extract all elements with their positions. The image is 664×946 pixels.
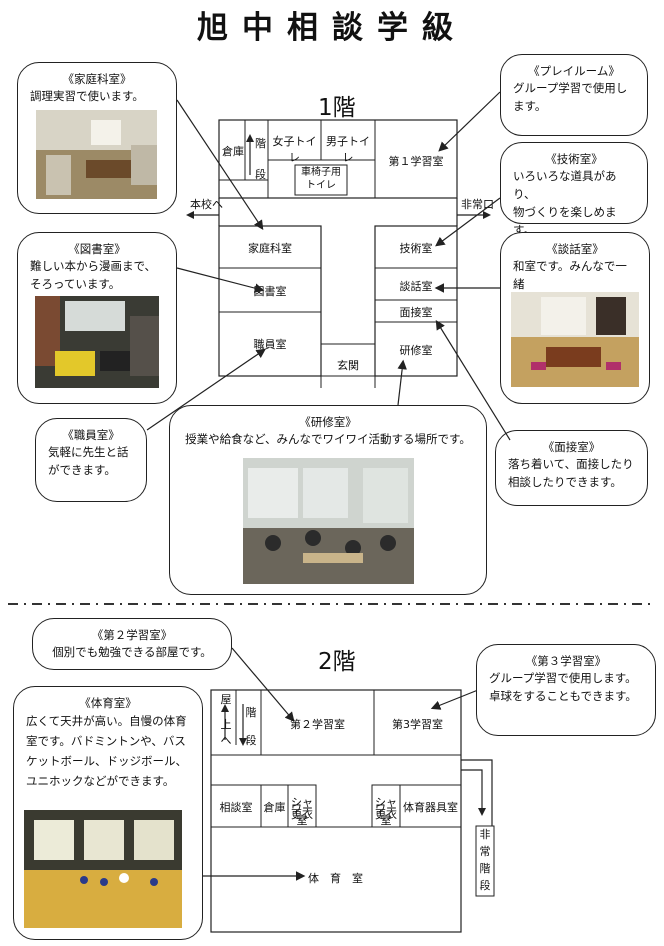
floor1-title: 1階 [318, 95, 356, 121]
room-danwa: 談話室 [399, 280, 433, 293]
room-shower2: シャワー 更衣室 [375, 796, 397, 827]
callout-gijutsu-body: いろいろな道具があり、 物づくりを楽しめます。 [513, 169, 617, 237]
callout-kasei-head: 《家庭科室》 [62, 72, 132, 86]
room-mensetsu: 面接室 [399, 306, 433, 319]
callout-tosho-body: 難しい本から漫画まで、 そろっています。 [30, 259, 157, 291]
callout-taiiku-head: 《体育室》 [79, 696, 137, 710]
room-kasei: 家庭科室 [248, 242, 292, 255]
room-gijutsu: 技術室 [399, 242, 433, 255]
callout-gijutsu: 《技術室》 いろいろな道具があり、 物づくりを楽しめます。 [500, 142, 648, 237]
callout-shokuin-head: 《職員室》 [62, 428, 120, 442]
f2-emergency-2: 常 [479, 845, 491, 858]
kenshu-photo [243, 458, 414, 584]
callout-study3-body: グループ学習で使用します。 卓球をすることもできます。 [489, 671, 637, 703]
f2-stair-left-1: 屋 [220, 693, 232, 706]
callout-shokuin-body: 気軽に先生と話 ができます。 [48, 445, 129, 477]
souko-stair-label: 倉庫 [222, 145, 244, 158]
f2-emergency-3: 階 [479, 862, 491, 875]
room-taiiku-kigu: 体育器具室 [403, 801, 458, 814]
stair-char-1: 階 [255, 137, 266, 150]
callout-shokuin: 《職員室》 気軽に先生と話 ができます。 [35, 418, 147, 502]
room-kenshu: 研修室 [399, 344, 433, 357]
room-toilet-wheelchair: 車椅子用 トイレ [301, 167, 341, 191]
f2-stair-left-3: へ [220, 734, 232, 747]
taiiku-photo [24, 810, 182, 928]
callout-kenshu-head: 《研修室》 [299, 415, 357, 429]
callout-study3: 《第３学習室》 グループ学習で使用します。 卓球をすることもできます。 [476, 644, 656, 736]
room-taiiku: 体 育 室 [308, 872, 363, 885]
callout-study2-head: 《第２学習室》 [91, 628, 173, 642]
callout-danwa-head: 《談話室》 [546, 242, 604, 256]
room-study2: 第２学習室 [290, 718, 345, 731]
tosho-photo [35, 296, 159, 388]
f2-emergency-1: 非 [479, 828, 491, 841]
callout-kasei-body: 調理実習で使います。 [30, 89, 144, 103]
callout-play-body: グループ学習で使用し ます。 [513, 81, 628, 113]
callout-kenshu-body: 授業や給食など、みんなでワイワイ活動する場所です。 [185, 432, 471, 446]
stair-char-2: 段 [255, 168, 266, 181]
to-main-label: 本校へ [190, 198, 223, 211]
callout-mensetsu-body: 落ち着いて、面接したり 相談したりできます。 [508, 457, 634, 489]
callout-play: 《プレイルーム》 グループ学習で使用し ます。 [500, 54, 648, 136]
room-genkan: 玄関 [337, 359, 359, 372]
callout-study2-body: 個別でも勉強できる部屋です。 [52, 645, 212, 659]
f2-stair-right-1: 階 [245, 706, 257, 719]
callout-mensetsu: 《面接室》 落ち着いて、面接したり 相談したりできます。 [495, 430, 648, 506]
room-study3: 第3学習室 [392, 718, 443, 731]
page-title: 旭中相談学級 [197, 10, 467, 46]
room-toilet-m: 男子トイレ [326, 135, 370, 164]
room-toilet-f: 女子トイレ [272, 135, 317, 164]
danwa-photo [511, 292, 639, 387]
callout-tosho-head: 《図書室》 [68, 242, 126, 256]
kasei-photo [36, 110, 157, 199]
callout-gijutsu-head: 《技術室》 [545, 152, 603, 166]
room-tosho: 図書室 [253, 285, 287, 298]
room-souko: 倉庫 [263, 801, 286, 814]
f2-stair-right-2: 段 [245, 734, 257, 747]
callout-play-head: 《プレイルーム》 [528, 64, 620, 78]
callout-study3-head: 《第３学習室》 [525, 654, 607, 668]
callout-taiiku-body: 広くて天井が高い。自慢の体育 室です。バドミントンや、バス ケットボール、ドッジ… [26, 714, 187, 788]
callout-mensetsu-head: 《面接室》 [542, 440, 601, 454]
floor2-title: 2階 [318, 649, 356, 675]
room-soudan: 相談室 [219, 801, 253, 814]
exit-label: 非常口 [461, 198, 494, 211]
room-shower1: シャワー 更衣室 [291, 796, 313, 827]
f2-stair-left-2: 上 [220, 718, 232, 731]
room-shokuin: 職員室 [253, 338, 287, 351]
room-study1: 第１学習室 [388, 155, 444, 168]
callout-study2: 《第２学習室》 個別でも勉強できる部屋です。 [32, 618, 232, 670]
f2-emergency-4: 段 [479, 879, 491, 892]
